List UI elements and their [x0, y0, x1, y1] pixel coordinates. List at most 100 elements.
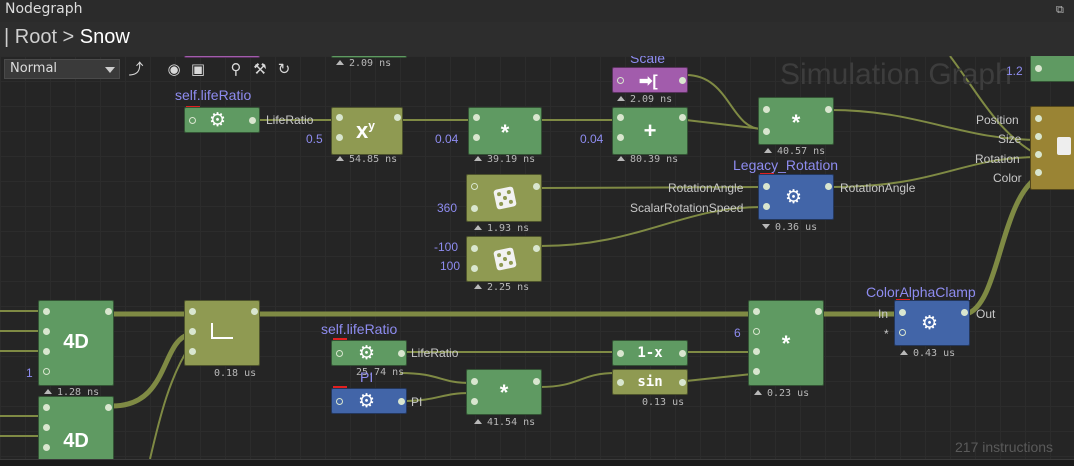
mode-dropdown[interactable]: Normal	[4, 59, 120, 79]
node-port[interactable]	[533, 183, 540, 190]
graph-canvas[interactable]: Simulation Graph Normal ⤴ ◉ ▣ ⚲ ⚒ ↻ 2.09…	[0, 56, 1074, 459]
search-icon[interactable]: ⚲	[230, 60, 242, 78]
node-port[interactable]	[533, 245, 540, 252]
node-port[interactable]	[471, 205, 478, 212]
restore-window-icon[interactable]: ⧉	[1056, 3, 1064, 16]
node-port[interactable]	[533, 378, 540, 385]
multiply-node[interactable]: *	[748, 300, 824, 386]
node-port[interactable]	[617, 77, 624, 84]
node-port[interactable]	[763, 203, 770, 210]
multiply-node[interactable]: *	[466, 369, 542, 415]
node-port[interactable]	[753, 368, 760, 375]
node-port[interactable]	[471, 265, 478, 272]
node-port[interactable]	[336, 398, 343, 405]
color-alpha-clamp-node[interactable]: ⚙	[894, 300, 970, 346]
node-port[interactable]	[1035, 133, 1042, 140]
lifeRatio-node[interactable]: ⚙	[184, 107, 260, 133]
partial-node[interactable]	[331, 56, 407, 58]
node-port[interactable]	[763, 128, 770, 135]
node-port[interactable]	[471, 398, 478, 405]
node-port[interactable]	[336, 114, 343, 121]
node-port[interactable]	[398, 350, 405, 357]
node-port[interactable]	[679, 379, 686, 386]
input-value[interactable]: 1	[26, 366, 33, 380]
node-port[interactable]	[1035, 65, 1042, 72]
node-port[interactable]	[753, 328, 760, 335]
node-port[interactable]	[753, 308, 760, 315]
node-port[interactable]	[825, 106, 832, 113]
node-port[interactable]	[336, 350, 343, 357]
node-port[interactable]	[473, 134, 480, 141]
node-port[interactable]	[763, 106, 770, 113]
node-port[interactable]	[471, 183, 478, 190]
node-port[interactable]	[189, 117, 196, 124]
frame-icon[interactable]: ▣	[190, 60, 206, 78]
input-value[interactable]: 0.5	[306, 132, 323, 146]
node-port[interactable]	[617, 379, 624, 386]
vector4d-node[interactable]: 4D	[38, 300, 114, 386]
sin-node[interactable]: sin	[612, 369, 688, 395]
node-port[interactable]	[679, 114, 686, 121]
node-port[interactable]	[679, 350, 686, 357]
one-minus-node[interactable]: 1-x	[612, 340, 688, 366]
pi-node[interactable]: ⚙	[331, 388, 407, 414]
input-value[interactable]: 0.04	[580, 132, 604, 146]
random-node[interactable]	[466, 174, 542, 222]
partial-node[interactable]	[1030, 56, 1074, 82]
random-node[interactable]	[466, 236, 542, 282]
lerp-node[interactable]	[184, 300, 260, 366]
multiply-node[interactable]: *	[468, 107, 542, 155]
scale-node[interactable]: ➡[	[612, 67, 688, 93]
node-port[interactable]	[533, 114, 540, 121]
node-port[interactable]	[961, 309, 968, 316]
node-port[interactable]	[763, 183, 770, 190]
node-port[interactable]	[1035, 115, 1042, 122]
node-port[interactable]	[473, 114, 480, 121]
input-value[interactable]: -100	[434, 240, 459, 254]
node-port[interactable]	[617, 134, 624, 141]
legacy-rotation-node[interactable]: ⚙	[758, 174, 834, 220]
node-port[interactable]	[249, 117, 256, 124]
node-port[interactable]	[471, 378, 478, 385]
vector4d-node[interactable]: 4D	[38, 396, 114, 459]
node-port[interactable]	[617, 350, 624, 357]
node-port[interactable]	[753, 348, 760, 355]
breadcrumb-root[interactable]: | Root >	[4, 26, 75, 48]
node-port[interactable]	[617, 114, 624, 121]
node-port[interactable]	[189, 308, 196, 315]
node-port[interactable]	[1035, 151, 1042, 158]
input-value[interactable]: 6	[734, 326, 741, 340]
node-port[interactable]	[1035, 169, 1042, 176]
input-value[interactable]: 1.2	[1006, 64, 1023, 78]
partial-node[interactable]	[184, 56, 260, 58]
node-port[interactable]	[43, 368, 50, 375]
node-port[interactable]	[43, 348, 50, 355]
input-value[interactable]: 360	[437, 201, 458, 215]
node-port[interactable]	[43, 424, 50, 431]
node-port[interactable]	[398, 398, 405, 405]
node-port[interactable]	[43, 328, 50, 335]
node-port[interactable]	[105, 308, 112, 315]
node-port[interactable]	[105, 404, 112, 411]
input-value[interactable]: 100	[440, 259, 461, 273]
node-port[interactable]	[189, 348, 196, 355]
node-port[interactable]	[679, 77, 686, 84]
node-port[interactable]	[336, 134, 343, 141]
node-port[interactable]	[43, 308, 50, 315]
node-port[interactable]	[189, 328, 196, 335]
pow-node[interactable]: xy	[331, 107, 403, 155]
lifeRatio-node[interactable]: ⚙	[331, 340, 407, 366]
particle-output-node[interactable]	[1030, 106, 1074, 190]
node-port[interactable]	[825, 183, 832, 190]
node-port[interactable]	[43, 444, 50, 451]
wrench-icon[interactable]: ⚒	[253, 60, 267, 78]
refresh-icon[interactable]: ↻	[277, 60, 291, 78]
breadcrumb-current[interactable]: Snow	[79, 26, 130, 48]
node-port[interactable]	[394, 114, 401, 121]
eye-icon[interactable]: ◉	[167, 60, 181, 78]
curve-icon[interactable]: ⤴	[128, 60, 144, 78]
node-port[interactable]	[471, 245, 478, 252]
add-node[interactable]: +	[612, 107, 688, 155]
node-port[interactable]	[43, 404, 50, 411]
node-port[interactable]	[815, 308, 822, 315]
